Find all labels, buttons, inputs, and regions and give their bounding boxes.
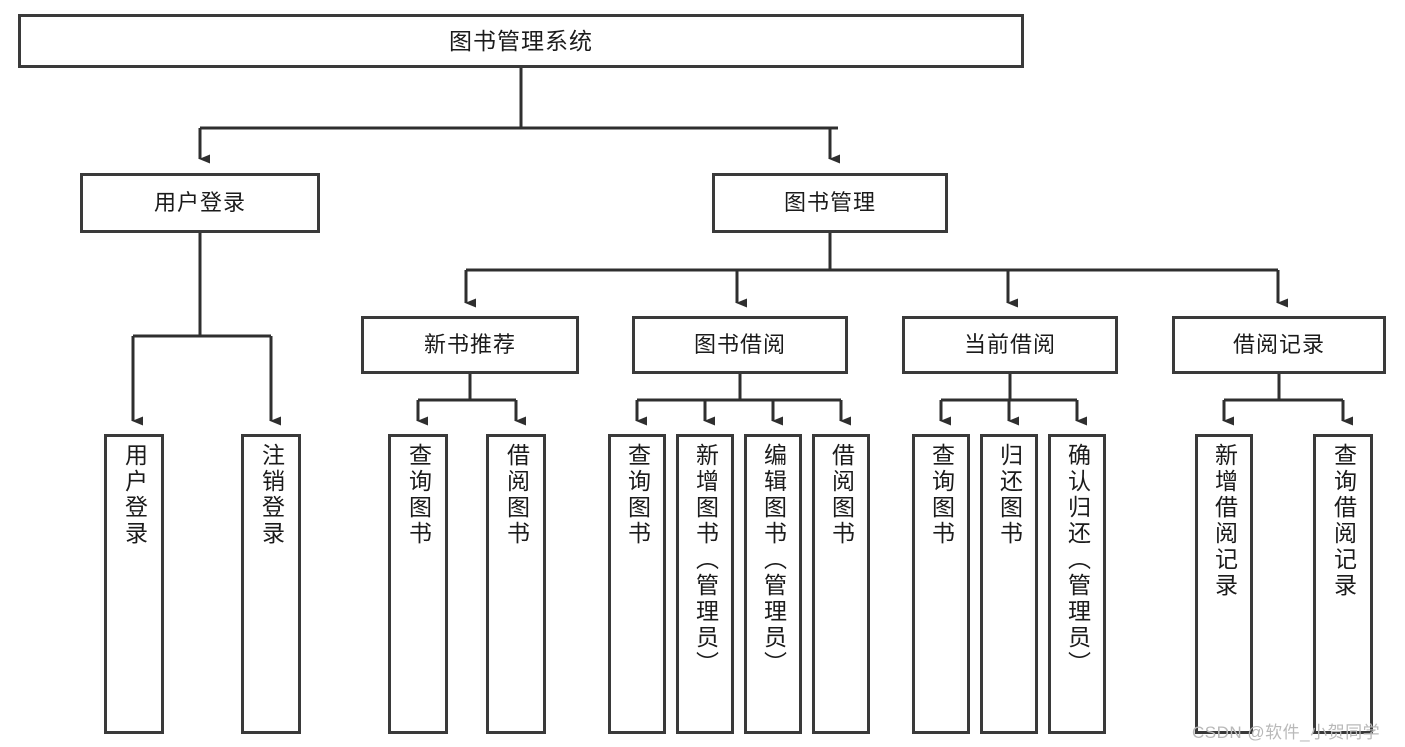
node-root-label: 图书管理系统 [449, 27, 593, 54]
node-leaf-query-record[interactable]: 查询借阅记录 [1313, 434, 1373, 734]
csdn-watermark: CSDN @软件_小贺同学 [1192, 723, 1381, 742]
node-leaf-borrow-book-2[interactable]: 借阅图书 [812, 434, 870, 734]
node-leaf-borrow-book-2-label: 借阅图书 [828, 443, 855, 547]
node-leaf-query-book-1[interactable]: 查询图书 [388, 434, 448, 734]
node-leaf-add-record[interactable]: 新增借阅记录 [1195, 434, 1253, 734]
node-leaf-confirm-return-label: 确认归还（管理员） [1064, 443, 1091, 677]
node-book-borrow[interactable]: 图书借阅 [632, 316, 848, 374]
node-leaf-return-book-label: 归还图书 [996, 443, 1023, 547]
node-leaf-query-book-2-label: 查询图书 [624, 443, 651, 547]
node-user-login[interactable]: 用户登录 [80, 173, 320, 233]
node-current-borrow-label: 当前借阅 [963, 332, 1056, 358]
node-user-login-label: 用户登录 [153, 190, 246, 216]
node-leaf-confirm-return[interactable]: 确认归还（管理员） [1048, 434, 1106, 734]
node-book-manage-label: 图书管理 [783, 190, 876, 216]
node-leaf-borrow-book-1[interactable]: 借阅图书 [486, 434, 546, 734]
node-leaf-query-book-1-label: 查询图书 [405, 443, 432, 547]
node-leaf-query-record-label: 查询借阅记录 [1330, 443, 1357, 599]
node-current-borrow[interactable]: 当前借阅 [902, 316, 1118, 374]
node-leaf-add-record-label: 新增借阅记录 [1211, 443, 1238, 599]
node-leaf-user-login[interactable]: 用户登录 [104, 434, 164, 734]
node-leaf-edit-book-label: 编辑图书（管理员） [760, 443, 787, 677]
node-leaf-user-login-label: 用户登录 [121, 443, 148, 547]
node-book-borrow-label: 图书借阅 [693, 332, 786, 358]
node-root[interactable]: 图书管理系统 [18, 14, 1024, 68]
node-new-book-recommend[interactable]: 新书推荐 [361, 316, 579, 374]
node-leaf-add-book[interactable]: 新增图书（管理员） [676, 434, 734, 734]
node-new-book-recommend-label: 新书推荐 [423, 332, 516, 358]
node-leaf-add-book-label: 新增图书（管理员） [692, 443, 719, 677]
node-leaf-query-book-3-label: 查询图书 [928, 443, 955, 547]
node-leaf-user-logout[interactable]: 注销登录 [241, 434, 301, 734]
node-book-manage[interactable]: 图书管理 [712, 173, 948, 233]
node-borrow-record[interactable]: 借阅记录 [1172, 316, 1386, 374]
node-borrow-record-label: 借阅记录 [1232, 332, 1325, 358]
node-leaf-query-book-2[interactable]: 查询图书 [608, 434, 666, 734]
node-leaf-edit-book[interactable]: 编辑图书（管理员） [744, 434, 802, 734]
node-leaf-borrow-book-1-label: 借阅图书 [503, 443, 530, 547]
node-leaf-return-book[interactable]: 归还图书 [980, 434, 1038, 734]
node-leaf-user-logout-label: 注销登录 [258, 443, 285, 547]
node-leaf-query-book-3[interactable]: 查询图书 [912, 434, 970, 734]
